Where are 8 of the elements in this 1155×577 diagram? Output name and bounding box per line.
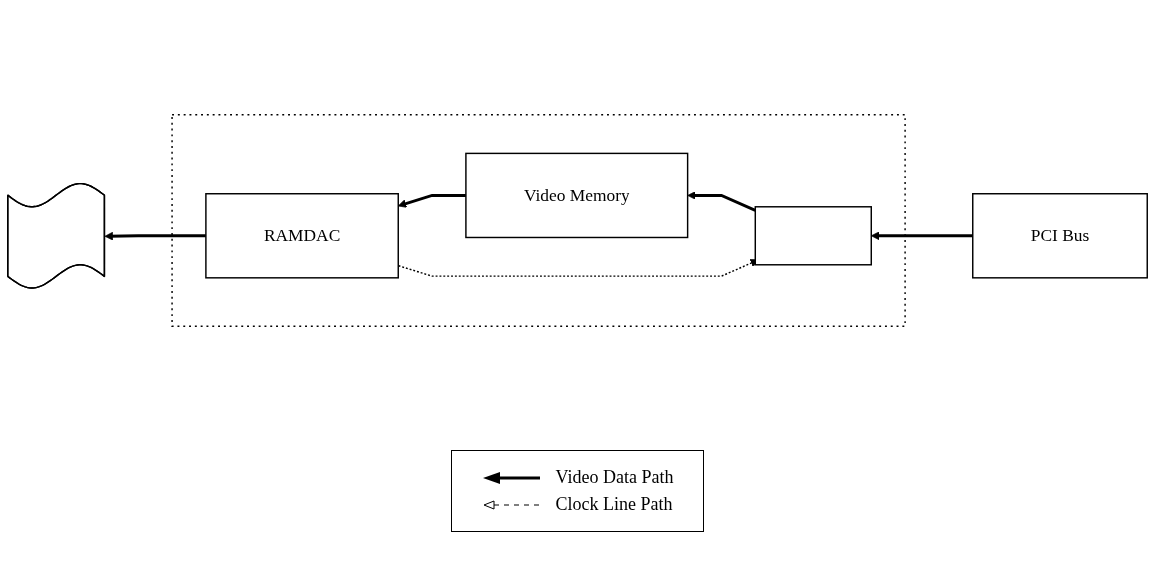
node-box: Video Memory (465, 152, 689, 238)
node-box (754, 205, 872, 266)
node-box: RAMDAC (205, 192, 399, 279)
arrow (687, 190, 756, 212)
arrow (104, 231, 206, 240)
node-box: PCI Bus (972, 192, 1148, 279)
legend-label: Clock Line Path (555, 494, 673, 515)
legend-label: Video Data Path (555, 467, 674, 488)
